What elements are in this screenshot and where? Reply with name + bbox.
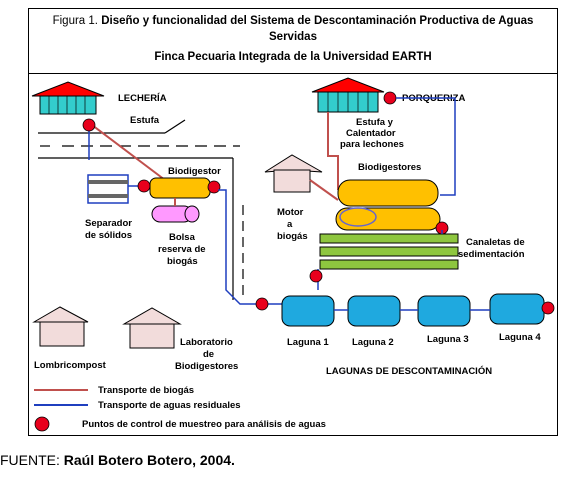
biogas-line-piggery (327, 112, 339, 190)
label-motor-1: Motor (277, 207, 304, 218)
sedimentation-channels-icon (319, 233, 459, 270)
figure-title-box: Figura 1. Diseño y funcionalidad del Sis… (28, 8, 558, 74)
label-laboratorio-2: de (203, 349, 214, 360)
biogas-line-motor (309, 179, 339, 201)
biodigestores-icon (335, 179, 441, 231)
label-separador-1: Separador (85, 218, 132, 229)
source-citation: FUENTE: Raúl Botero Botero, 2004. (0, 452, 235, 468)
label-lagunas-title: LAGUNAS DE DESCONTAMINACIÓN (326, 365, 492, 377)
label-motor-3: biogás (277, 231, 308, 242)
label-bolsa-3: biogás (167, 256, 198, 267)
control-point-dairy (82, 118, 96, 132)
control-point-piggery (383, 91, 397, 105)
label-lombricompost: Lombricompost (34, 360, 107, 371)
label-estufa-calentador-2: Calentador (346, 128, 396, 139)
label-canaletas-1: Canaletas de (466, 237, 525, 248)
legend-control-label: Puntos de control de muestreo para análi… (82, 419, 326, 430)
biogas-bag-icon (151, 205, 200, 223)
figure-title-line1: Figura 1. Diseño y funcionalidad del Sis… (52, 15, 534, 27)
diagram-frame (28, 8, 558, 436)
label-laguna-2: Laguna 2 (352, 337, 394, 348)
label-separador-2: de sólidos (85, 230, 132, 241)
water-line-dairy-to-lagoon (218, 189, 282, 305)
road-lines (38, 119, 244, 300)
label-laguna-4: Laguna 4 (499, 332, 541, 343)
figure-subtitle: Finca Pecuaria Integrada de la Universid… (154, 51, 432, 63)
label-motor-2: a (287, 219, 293, 230)
dairy-building-icon (31, 81, 105, 115)
label-laboratorio-3: Biodigestores (175, 361, 238, 372)
lagoon-3 (417, 295, 471, 327)
control-point-separator (137, 179, 151, 193)
label-laguna-3: Laguna 3 (427, 334, 469, 345)
control-point-outlet (541, 301, 555, 315)
label-bolsa-2: reserva de (158, 244, 206, 255)
laboratory-house-icon (122, 307, 182, 349)
solids-separator-icon (87, 174, 129, 204)
lagoon-2 (347, 295, 401, 327)
control-point-biodigestor (207, 180, 221, 194)
control-point-canal (309, 269, 323, 283)
source-author: Raúl Botero Botero, 2004. (63, 452, 235, 468)
legend-water-label: Transporte de aguas residuales (98, 400, 241, 411)
label-lecheria: LECHERÍA (118, 93, 167, 104)
label-laguna-1: Laguna 1 (287, 337, 329, 348)
lagoon-1 (281, 295, 335, 327)
lombricompost-house-icon (32, 306, 89, 347)
legend-control-swatch (34, 416, 50, 432)
biodigestor-icon (149, 177, 211, 199)
label-estufa-calentador-3: para lechones (340, 139, 404, 150)
water-line-piggery (396, 97, 456, 196)
label-estufa: Estufa (130, 115, 160, 126)
motor-house-icon (264, 154, 323, 193)
label-laboratorio-1: Laboratorio (180, 337, 233, 348)
lagoons-group (281, 293, 545, 327)
figure-title-line2: Servidas (269, 31, 317, 43)
label-bolsa-1: Bolsa (169, 232, 196, 243)
legend-biogas-label: Transporte de biogás (98, 385, 194, 396)
label-biodigestor: Biodigestor (168, 166, 221, 177)
control-point-lagoon-inlet (255, 297, 269, 311)
source-prefix: FUENTE: (0, 452, 60, 468)
label-canaletas-2: sedimentación (458, 249, 525, 260)
label-biodigestores: Biodigestores (358, 162, 421, 173)
piggery-building-icon (311, 77, 385, 113)
biogas-line-dairy (91, 124, 166, 181)
label-estufa-calentador-1: Estufa y (356, 117, 394, 128)
lagoon-4 (489, 293, 545, 325)
